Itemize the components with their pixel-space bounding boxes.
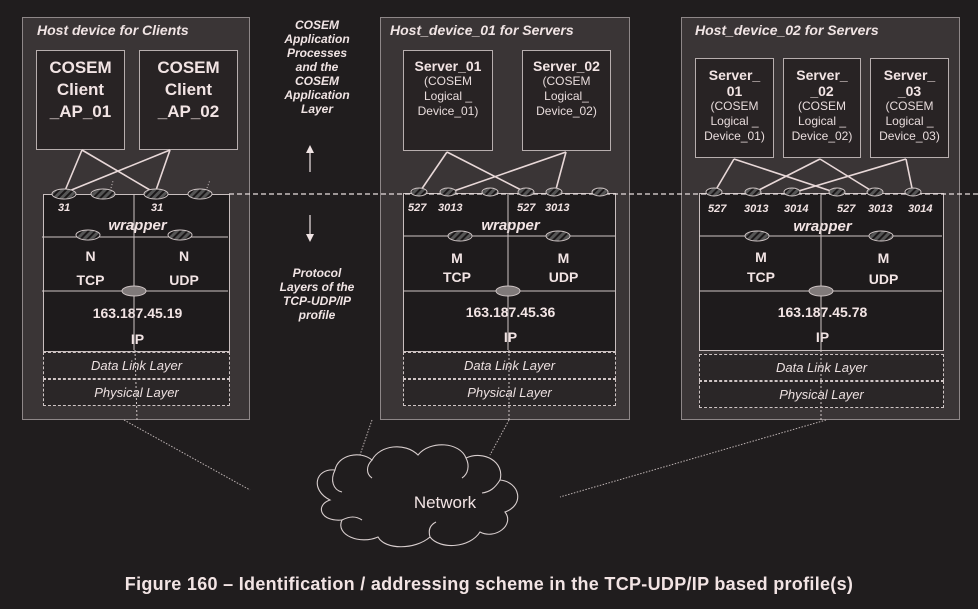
udp-layer-label: UDP [548,269,579,285]
port-icon [143,188,169,200]
wrapper-layer-label: wrapper [108,217,167,234]
port-icon [744,230,770,242]
port-label: 527 [837,203,856,215]
arrow-up-head-icon [306,145,314,153]
data-link-layer: Data Link Layer [43,352,230,379]
wrapper-layer-label: wrapper [793,218,852,235]
port-icon [868,230,894,242]
port-label: 3014 [784,203,809,215]
tcp-layer-label: TCP [443,269,471,285]
port-label: 527 [708,203,727,215]
arrow-down-head-icon [306,234,314,242]
network-cloud-icon [316,444,519,548]
tcp-port-label: N [85,248,96,264]
ip-layer-label: IP [503,329,518,345]
client-connections [63,149,171,194]
port-icon [439,187,457,197]
server-name: Server_02 [533,58,600,74]
server-02: Server_02 (COSEM Logical_ Device_02) [522,50,611,151]
port-label: 527 [517,202,536,214]
client-ap-02-label: COSEM Client _AP_02 [157,58,220,121]
server-desc: (COSEM Logical _ Device_01) [417,74,479,118]
server-desc: (COSEM Logical _ Device_02) [791,99,853,143]
port-label: 3013 [744,203,769,215]
network-label: Network [413,493,477,512]
port-label: 3013 [868,203,893,215]
port-icon [545,230,571,242]
ip-address: 163.187.45.36 [465,304,556,320]
physical-layer: Physical Layer [43,379,230,406]
client-ap-01: COSEM Client _AP_01 [36,50,125,150]
ip-address: 163.187.45.19 [92,305,183,321]
port-icon [167,229,193,241]
ip-layer-label: IP [815,329,830,345]
port-icon [517,187,535,197]
server-desc: (COSEM Logical_ Device_02) [536,74,597,118]
port-icon [705,187,723,197]
lower-side-label: Protocol Layers of the TCP-UDP/IP profil… [279,266,355,322]
udp-layer-label: UDP [868,271,899,287]
ip-port-icon [121,285,147,297]
port-label: 3014 [908,203,933,215]
tcp-port-label: M [451,250,463,266]
port-label: 3013 [438,202,463,214]
server-01: Server_01 (COSEM Logical _ Device_01) [403,50,493,151]
tcp-layer-label: TCP [76,272,105,288]
port-icon [447,230,473,242]
server-name: Server_ _02 [796,67,848,99]
port-ellipses [51,187,922,242]
port-icon [828,187,846,197]
server-desc: (COSEM Logical _ Device_03) [879,99,940,143]
ip-port-icon [808,285,834,297]
protocol-stack: 31 31 wrapper N TCP N UDP 163.187.45.19 … [43,194,230,352]
port-icon [187,188,213,200]
port-icon [481,187,499,197]
host-title: Host_device_02 for Servers [695,22,879,38]
server-connections-host2 [713,158,914,194]
udp-port-label: M [877,250,890,266]
ip-address: 163.187.45.78 [777,304,868,320]
figure-caption: Figure 160 – Identification / addressing… [124,574,854,594]
server-name: Server_ _03 [883,67,936,99]
ip-port-icon [495,285,521,297]
port-icon [866,187,884,197]
port-icon [410,187,428,197]
host-clients: Host device for Clients COSEM Client _AP… [22,17,250,420]
port-icon [904,187,922,197]
port-icon [90,188,116,200]
port-icon [51,188,77,200]
host-title: Host_device_01 for Servers [390,22,574,38]
wrapper-layer-label: wrapper [481,217,540,234]
server-name: Server_01 [414,58,482,74]
port-icon [783,187,801,197]
server-name: Server_ 01 [708,67,761,99]
upper-side-label: COSEM Application Processes and the COSE… [284,18,350,116]
client-ap-02: COSEM Client _AP_02 [139,50,238,150]
protocol-stack: 527 3013 527 3013 wrapper M TCP M UDP 16… [403,193,616,352]
server-desc: (COSEM Logical _ Device_01) [704,99,765,143]
port-label: 527 [408,202,427,214]
network-links [123,419,827,498]
port-icon [744,187,762,197]
udp-layer-label: UDP [169,272,199,288]
server-03: Server_ _03 (COSEM Logical _ Device_03) [870,58,949,158]
port-label: 31 [58,202,71,214]
server-02: Server_ _02 (COSEM Logical _ Device_02) [783,58,861,158]
port-label: 31 [151,202,164,214]
host-title: Host device for Clients [37,22,189,38]
udp-port-label: M [557,250,570,266]
port-icon [591,187,609,197]
port-icon [75,229,101,241]
server-01: Server_ 01 (COSEM Logical _ Device_01) [695,58,774,158]
port-label: 3013 [545,202,570,214]
tcp-port-label: M [755,249,767,265]
server-connections-host1 [418,151,567,194]
port-icon [545,187,563,197]
udp-port-label: N [178,248,190,264]
tcp-layer-label: TCP [747,269,775,285]
client-ap-01-label: COSEM Client _AP_01 [49,58,112,121]
